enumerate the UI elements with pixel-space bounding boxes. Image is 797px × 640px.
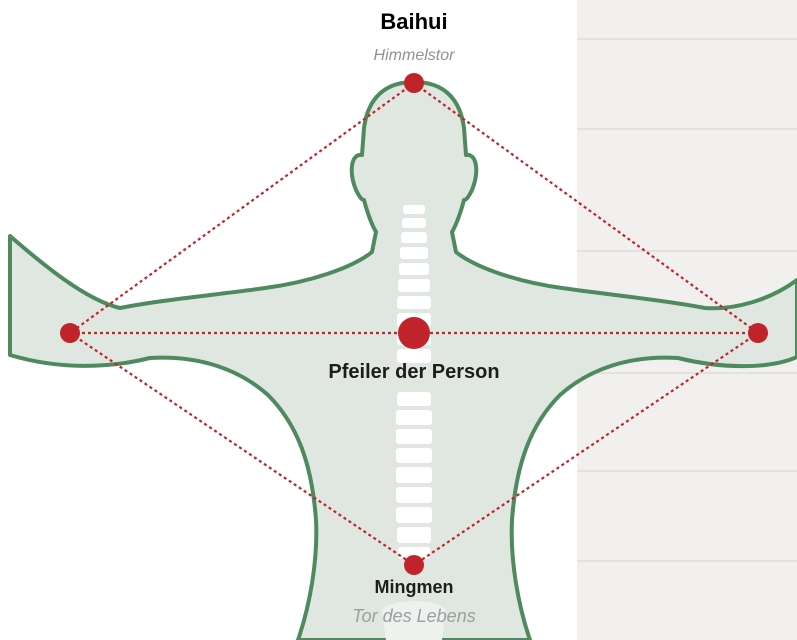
point-label-top: Baihui: [380, 9, 447, 35]
acupoint-dot-icon: [60, 323, 80, 343]
point-label-bottom: Mingmen: [375, 577, 454, 598]
point-subtitle-bottom: Tor des Lebens: [352, 606, 475, 627]
point-label-center: Pfeiler der Person: [328, 361, 499, 384]
point-subtitle-top: Himmelstor: [374, 47, 455, 65]
acupoint-dot-icon: [398, 317, 430, 349]
acupoint-dot-icon: [404, 555, 424, 575]
acupoint-dot-icon: [748, 323, 768, 343]
acupoint-dot-icon: [404, 73, 424, 93]
